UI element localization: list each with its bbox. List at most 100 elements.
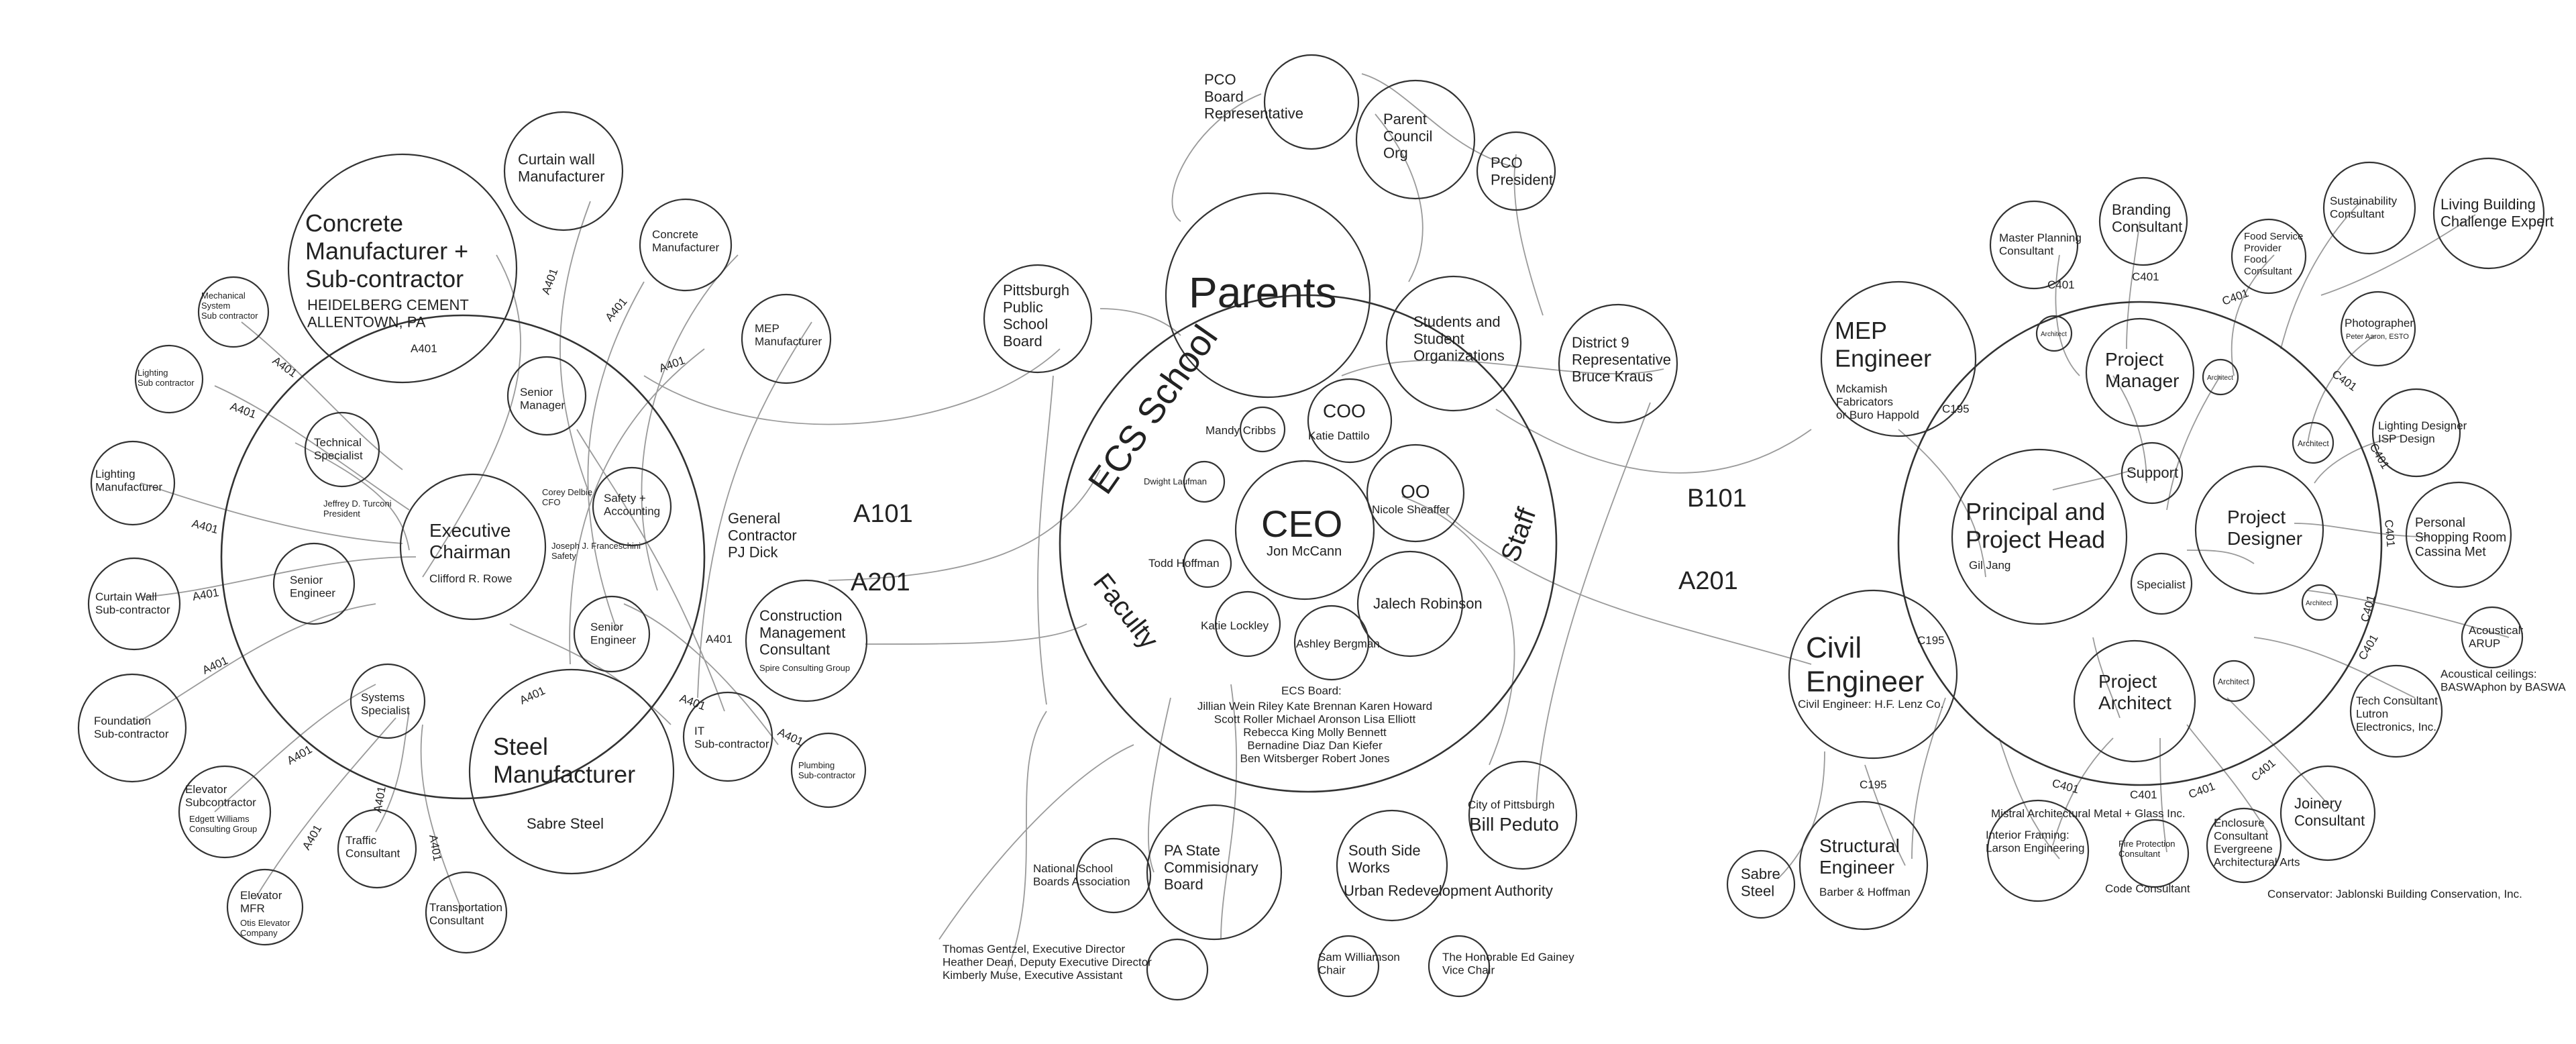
code-c401: C401: [2047, 278, 2075, 291]
code-c401: C401: [2130, 788, 2157, 801]
support-circle: [2121, 441, 2184, 505]
design-team-group-circle: [1897, 301, 2383, 786]
code-c401: C401: [2367, 441, 2392, 472]
support-label: Support: [2127, 464, 2178, 481]
code-a401: A401: [539, 267, 560, 297]
food-service-circle: [2231, 218, 2307, 295]
faculty-title: Faculty: [1087, 568, 1164, 654]
code-c195: C195: [1917, 634, 1945, 647]
architect-circle-3: [2292, 421, 2334, 464]
sabre-steel-circle: [1726, 849, 1796, 919]
interior-framing-circle: [1986, 799, 2090, 902]
dwight-laufman-circle: [1183, 460, 1226, 503]
photographer-name: Peter Aaron, ESTO: [2346, 333, 2409, 341]
technical-specialist-circle: [304, 411, 380, 488]
oo-circle: [1366, 443, 1465, 543]
senior-manager-circle: [506, 356, 587, 436]
civil-engineer-company: Civil Engineer: H.F. Lenz Co.: [1798, 698, 1943, 711]
code-a401: A401: [706, 633, 733, 645]
acoustical-ceilings-label: Acoustical ceilings:BASWAphon by BASWA: [2440, 668, 2566, 694]
students-circle: [1385, 275, 1522, 412]
personal-shopping-circle: [2405, 481, 2512, 588]
katie-lockley-label: Katie Lockley: [1201, 619, 1269, 632]
project-designer-circle: [2194, 465, 2324, 595]
zone-label-b101: B101: [1687, 484, 1747, 513]
pco-president-circle: [1476, 131, 1556, 211]
code-c401: C401: [2132, 270, 2159, 283]
ashley-bergman-circle: [1293, 605, 1370, 681]
mandy-cribbs-circle: [1239, 406, 1286, 453]
zone-labels: A101 A201 B101 A201: [851, 484, 1747, 596]
code-a401: A401: [191, 586, 219, 603]
architect-circle-4: [2301, 584, 2339, 621]
connector-lines: [133, 73, 2510, 974]
architect-label-4: Architect: [2306, 600, 2332, 607]
todd-hoffman-circle: [1183, 539, 1232, 588]
code-c401: C401: [2249, 756, 2277, 784]
code-c401: C401: [2382, 519, 2397, 547]
plumbing-sub-circle: [790, 732, 867, 808]
code-a401: A401: [229, 400, 258, 421]
pittsburgh-board-circle: [983, 264, 1093, 374]
dwight-laufman-label: Dwight Laufman: [1144, 476, 1207, 486]
transportation-consultant-circle: [425, 871, 508, 954]
tech-consultant-circle: [2349, 664, 2443, 758]
parent-council-circle: [1355, 79, 1476, 200]
code-a401: A401: [775, 725, 805, 748]
interior-framing-label: Interior Framing:Larson Engineering: [1986, 829, 2084, 855]
district9-circle: [1558, 303, 1678, 424]
code-c401: C401: [2330, 368, 2359, 394]
code-a401: A401: [411, 342, 437, 355]
todd-hoffman-label: Todd Hoffman: [1148, 557, 1220, 570]
structural-engineer-company: Barber & Hoffman: [1819, 886, 1911, 898]
structural-engineer-circle: [1799, 800, 1929, 931]
coo-circle: [1307, 378, 1393, 464]
city-of-pittsburgh-label: City of Pittsburgh: [1468, 798, 1554, 811]
general-contractor-group-circle: [220, 314, 706, 800]
pco-board-rep-circle: [1263, 54, 1360, 150]
safety-accounting-label: Safety +Accounting: [604, 492, 660, 518]
specialist-circle: [2130, 552, 2193, 615]
ecs-board-members: Jillian Wein Riley Kate Brennan Karen Ho…: [1197, 700, 1432, 765]
steel-manufacturer-company: Sabre Steel: [527, 815, 604, 832]
staff-title: Staff: [1495, 504, 1542, 566]
steel-manufacturer-circle: [468, 668, 675, 875]
parents-circle: [1165, 192, 1371, 399]
city-of-pittsburgh-name: Bill Peduto: [1469, 814, 1559, 835]
executive-chairman-circle: [399, 473, 547, 621]
ashley-bergman-label: Ashley Bergman: [1296, 637, 1380, 650]
architect-label-3: Architect: [2298, 439, 2329, 448]
code-c401: C401: [2359, 594, 2378, 623]
gainey-circle: [1428, 935, 1491, 998]
code-a401: A401: [427, 833, 444, 862]
ura-label: Urban Redevelopment Authority: [1344, 882, 1553, 899]
oo-label: OO: [1401, 481, 1430, 502]
architect-label-5: Architect: [2218, 677, 2249, 686]
curtain-wall-manufacturer-circle: [503, 111, 624, 231]
code-a401: A401: [657, 354, 687, 374]
acoustical-label: Acoustical:ARUP: [2469, 624, 2524, 650]
